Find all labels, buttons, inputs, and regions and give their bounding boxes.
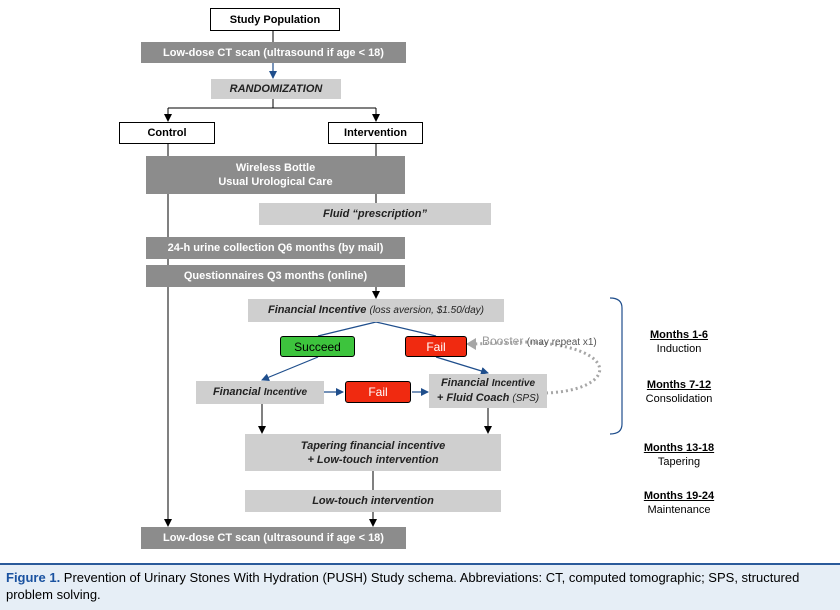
financial-left-b: Incentive (263, 387, 308, 398)
questionnaires-label: Questionnaires Q3 months (online) (183, 270, 368, 282)
questionnaires-box: Questionnaires Q3 months (online) (146, 265, 405, 287)
phase-name: Induction (656, 343, 702, 355)
booster-dotted-loop (472, 340, 602, 395)
fi-coach-line1: Financial Incentive (441, 376, 535, 391)
financial-incentive-note: (loss aversion, $1.50/day) (369, 305, 484, 316)
connector-lines (164, 31, 623, 527)
ct-scan-bottom-label: Low-dose CT scan (ultrasound if age < 18… (163, 532, 384, 544)
connector-line (375, 321, 437, 337)
low-touch-box: Low-touch intervention (245, 490, 501, 512)
ct-scan-top-label: Low-dose CT scan (ultrasound if age < 18… (163, 46, 384, 59)
figure-caption: Figure 1. Prevention of Urinary Stones W… (0, 563, 840, 610)
fluid-prescription-box: Fluid “prescription” (259, 203, 491, 225)
booster-note: (may repeat x1) (526, 337, 597, 348)
phase-months: Months 19-24 (643, 490, 715, 502)
succeed-label: Succeed (294, 339, 341, 354)
fi-coach-b: Incentive (491, 378, 536, 389)
financial-incentive-main-label: Financial Incentive (268, 304, 367, 316)
arrow-line (435, 356, 489, 375)
study-schema-diagram: Study Population Low-dose CT scan (ultra… (119, 8, 730, 549)
intervention-box: Intervention (328, 122, 423, 144)
fi-coach-d: (SPS) (512, 393, 540, 404)
caption-text: Prevention of Urinary Stones With Hydrat… (6, 570, 800, 602)
financial-left-a: Financial (212, 386, 264, 398)
tapering-line1: Tapering financial incentive (300, 439, 446, 452)
wireless-bottle-label: Wireless Bottle (235, 162, 316, 174)
arrow-line (261, 356, 319, 382)
fi-coach-c: + Fluid Coach (436, 392, 513, 404)
booster-label: Booster (482, 334, 524, 348)
phase-bracket (609, 297, 623, 435)
wireless-bottle-box: Wireless Bottle Usual Urological Care (146, 156, 405, 194)
randomization-box: RANDOMIZATION (211, 79, 341, 99)
study-population-box: Study Population (210, 8, 340, 31)
fail-middle-box: Fail (345, 381, 411, 403)
tapering-box: Tapering financial incentive + Low-touch… (245, 434, 501, 471)
phase-name: Maintenance (647, 504, 711, 516)
fail-top-box: Fail (405, 336, 467, 357)
phase-months: Months 13-18 (643, 442, 715, 454)
ct-scan-top-box: Low-dose CT scan (ultrasound if age < 18… (141, 42, 406, 63)
tapering-line2: + Low-touch intervention (307, 453, 439, 466)
ct-scan-bottom-box: Low-dose CT scan (ultrasound if age < 18… (141, 527, 406, 549)
phase-induction: Months 1-6 Induction (628, 328, 730, 356)
succeed-box: Succeed (280, 336, 355, 357)
fluid-prescription-label: Fluid “prescription” (323, 208, 427, 220)
control-box: Control (119, 122, 215, 144)
urine-collection-label: 24-h urine collection Q6 months (by mail… (167, 242, 384, 254)
usual-care-label: Usual Urological Care (218, 176, 333, 188)
fail-top-label: Fail (426, 339, 446, 354)
phase-months: Months 7-12 (646, 379, 712, 391)
study-population-label: Study Population (229, 13, 321, 26)
fail-middle-label: Fail (368, 385, 388, 399)
booster-arrowhead (466, 338, 476, 350)
randomization-label: RANDOMIZATION (229, 83, 323, 95)
financial-incentive-left-text: Financial Incentive (213, 385, 307, 400)
phase-consolidation: Months 7-12 Consolidation (628, 378, 730, 406)
booster-label-group: Booster (may repeat x1) (482, 334, 597, 348)
phase-maintenance: Months 19-24 Maintenance (628, 489, 730, 517)
phase-tapering: Months 13-18 Tapering (628, 441, 730, 469)
phase-name: Consolidation (645, 393, 713, 405)
fi-fluid-coach-box: Financial Incentive + Fluid Coach (SPS) (429, 374, 547, 408)
urine-collection-box: 24-h urine collection Q6 months (by mail… (146, 237, 405, 259)
low-touch-label: Low-touch intervention (312, 495, 434, 507)
connector-line (317, 321, 377, 337)
intervention-label: Intervention (344, 127, 407, 139)
fi-coach-a: Financial (440, 377, 492, 389)
phase-name: Tapering (657, 456, 701, 468)
caption-label: Figure 1. (6, 570, 61, 585)
financial-incentive-main-text: Financial Incentive (loss aversion, $1.5… (268, 303, 484, 318)
control-label: Control (147, 127, 187, 139)
fi-coach-line2: + Fluid Coach (SPS) (437, 391, 539, 406)
phase-months: Months 1-6 (649, 329, 709, 341)
financial-incentive-main-box: Financial Incentive (loss aversion, $1.5… (248, 299, 504, 322)
financial-incentive-left-box: Financial Incentive (196, 381, 324, 404)
